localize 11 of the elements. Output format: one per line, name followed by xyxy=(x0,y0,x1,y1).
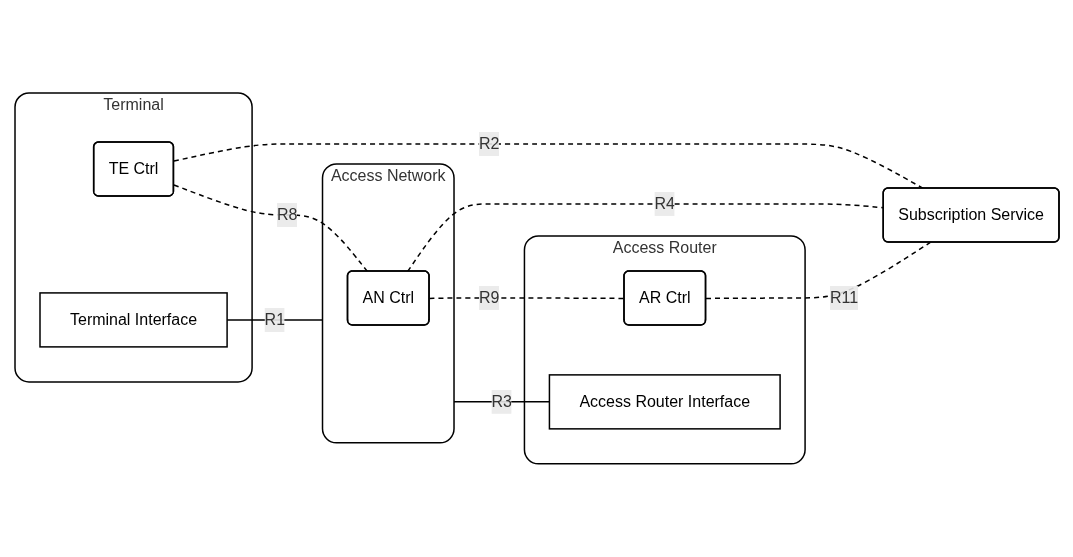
connector xyxy=(172,143,924,190)
edge-label: R11 xyxy=(829,289,858,306)
edge-label: R1 xyxy=(264,310,285,328)
connector xyxy=(172,184,368,273)
edge-label: R2 xyxy=(478,135,499,153)
edge-label: R8 xyxy=(276,206,298,224)
edge-label: R4 xyxy=(654,195,675,213)
edge-label: R9 xyxy=(478,289,499,306)
node-box: Access Router Interface xyxy=(548,374,781,430)
node-box: Terminal Interface xyxy=(38,292,228,348)
edge-label: R3 xyxy=(491,392,512,410)
